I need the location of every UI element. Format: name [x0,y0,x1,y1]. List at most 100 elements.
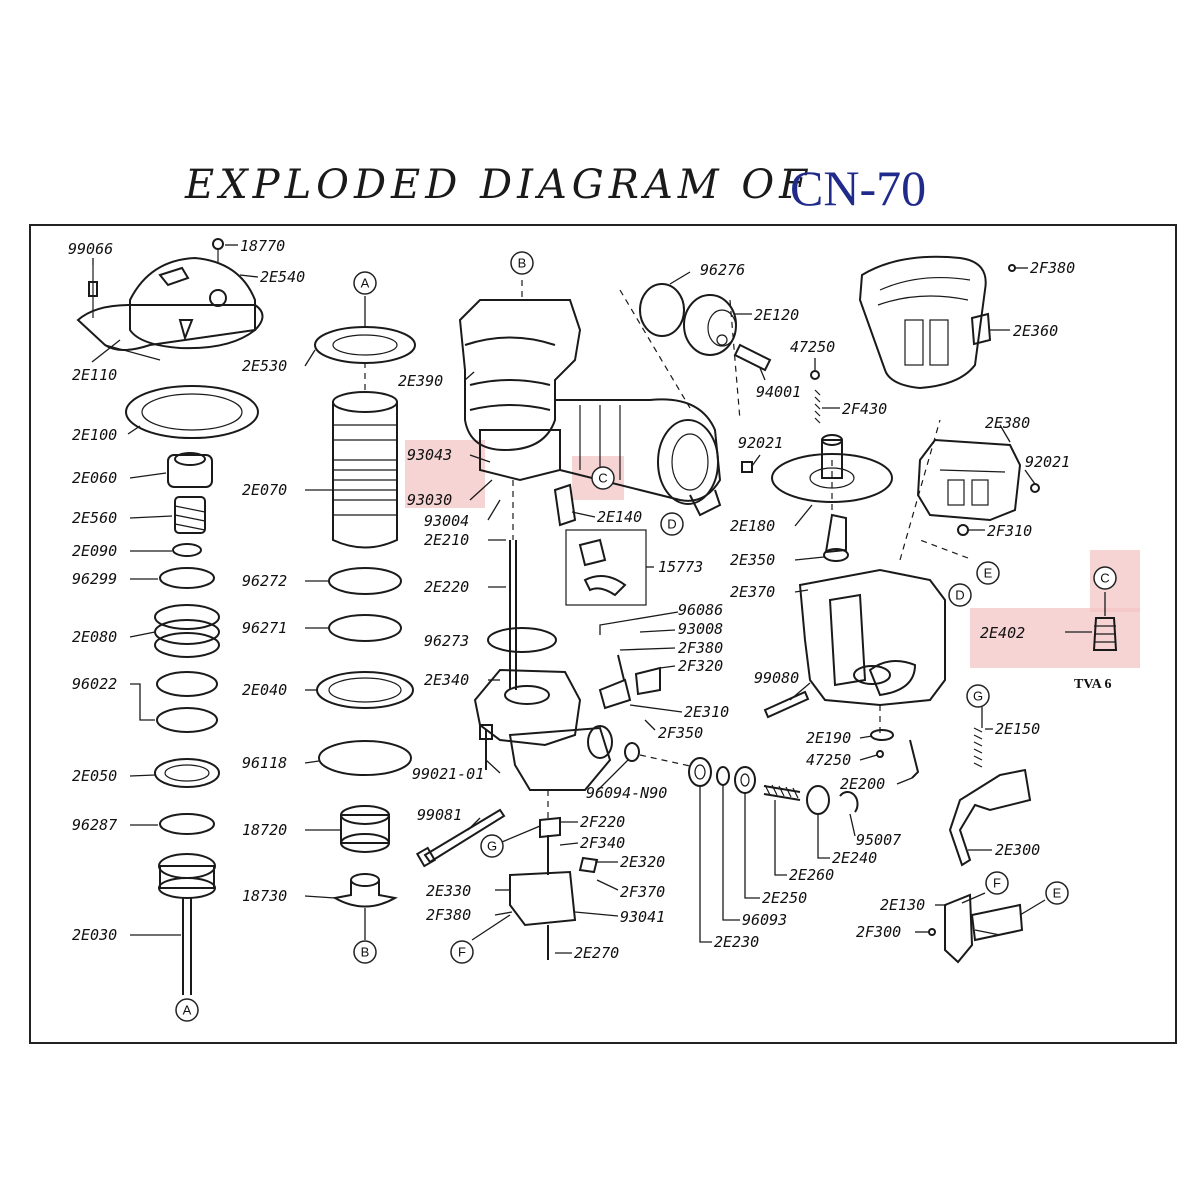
label-18770: 18770 [240,237,285,255]
label-18730: 18730 [242,887,287,905]
label-2E250: 2E250 [762,889,807,907]
svg-text:E: E [984,566,993,581]
label-2F380-top: 2F380 [1030,259,1075,277]
label-2F300: 2F300 [856,923,901,941]
label-2E530: 2E530 [242,357,287,375]
label-2E260: 2E260 [789,866,834,884]
label-47250-bottom: 47250 [806,751,851,769]
label-2E110: 2E110 [72,366,117,384]
model-name: CN-70 [790,160,926,216]
label-2F370: 2F370 [620,883,665,901]
label-2F340: 2F340 [580,834,625,852]
label-96287: 96287 [72,816,117,834]
label-2F380-lower: 2F380 [426,906,471,924]
label-92021-left: 92021 [738,434,783,452]
label-2F220: 2F220 [580,813,625,831]
label-93008: 93008 [678,620,723,638]
label-2F380-mid: 2F380 [678,639,723,657]
label-2E060: 2E060 [72,469,117,487]
label-2E230: 2E230 [714,933,759,951]
label-2F320: 2F320 [678,657,723,675]
svg-text:A: A [361,276,370,291]
label-2E080: 2E080 [72,628,117,646]
label-2E030: 2E030 [72,926,117,944]
callout-e-bottom: E [1045,881,1069,905]
label-tva6: TVA 6 [1074,677,1111,692]
right-leaders [915,267,1106,933]
label-2E040: 2E040 [242,681,287,699]
callout-f-left: F [450,940,474,964]
column2-leaders [304,296,366,940]
label-2E150: 2E150 [995,720,1040,738]
callout-g-left: G [480,834,504,858]
callout-b-top: B [510,251,534,275]
svg-text:B: B [361,945,370,960]
diagram-title: EXPLODED DIAGRAM OF [184,162,812,208]
label-2E190: 2E190 [806,729,851,747]
label-2E120: 2E120 [754,306,799,324]
label-2E340: 2E340 [424,671,469,689]
label-2F310: 2F310 [987,522,1032,540]
label-96022: 96022 [72,675,117,693]
left-leaders [91,244,259,936]
label-2E300: 2E300 [995,841,1040,859]
label-96272: 96272 [242,572,287,590]
label-2E390: 2E390 [398,372,443,390]
callout-d-right: D [948,583,972,607]
label-96086: 96086 [678,601,723,619]
label-2E320: 2E320 [620,853,665,871]
label-99021-01: 99021-01 [412,765,484,783]
label-99081: 99081 [417,806,462,824]
label-2E540: 2E540 [260,268,305,286]
cylinder-assembly [314,326,416,908]
callout-f-right: F [985,871,1009,895]
svg-text:A: A [183,1003,192,1018]
label-99080: 99080 [754,669,799,687]
label-18720: 18720 [242,821,287,839]
cover-assembly [858,255,1118,964]
label-2E330: 2E330 [426,882,471,900]
svg-text:D: D [955,588,964,603]
label-2E070: 2E070 [242,481,287,499]
label-2E402: 2E402 [980,624,1025,642]
label-92021-right: 92021 [1025,453,1070,471]
label-99066: 99066 [68,240,113,258]
label-2E360: 2E360 [1013,322,1058,340]
magazine-leaders [669,271,913,785]
label-94001: 94001 [756,383,801,401]
centre-leaders [464,371,856,954]
label-2E380: 2E380 [985,414,1030,432]
label-2E090: 2E090 [72,542,117,560]
callout-g-right: G [966,684,990,708]
svg-text:F: F [993,876,1001,891]
svg-text:E: E [1053,886,1062,901]
callout-d-left: D [660,512,684,536]
label-2E560: 2E560 [72,509,117,527]
callout-e-mid: E [976,561,1000,585]
label-96271: 96271 [242,619,287,637]
svg-text:F: F [458,945,466,960]
label-93041: 93041 [620,908,665,926]
label-95007: 95007 [856,831,901,849]
label-2E240: 2E240 [832,849,877,867]
label-96276: 96276 [700,261,745,279]
callout-b-bottom: B [353,940,377,964]
label-2E370: 2E370 [730,583,775,601]
label-2E130: 2E130 [880,896,925,914]
label-47250-top: 47250 [790,338,835,356]
svg-text:C: C [598,471,607,486]
label-2F430: 2F430 [842,400,887,418]
label-2F350: 2F350 [658,724,703,742]
callout-c-right: C [1093,566,1117,590]
callout-a-top: A [353,271,377,295]
label-2E050: 2E050 [72,767,117,785]
label-96118: 96118 [242,754,287,772]
label-15773: 15773 [658,558,703,576]
main-body-assembly [415,280,859,960]
callout-c-left: C [591,466,615,490]
svg-text:D: D [667,517,676,532]
label-96299: 96299 [72,570,117,588]
label-2E140: 2E140 [597,508,642,526]
svg-text:B: B [518,256,527,271]
